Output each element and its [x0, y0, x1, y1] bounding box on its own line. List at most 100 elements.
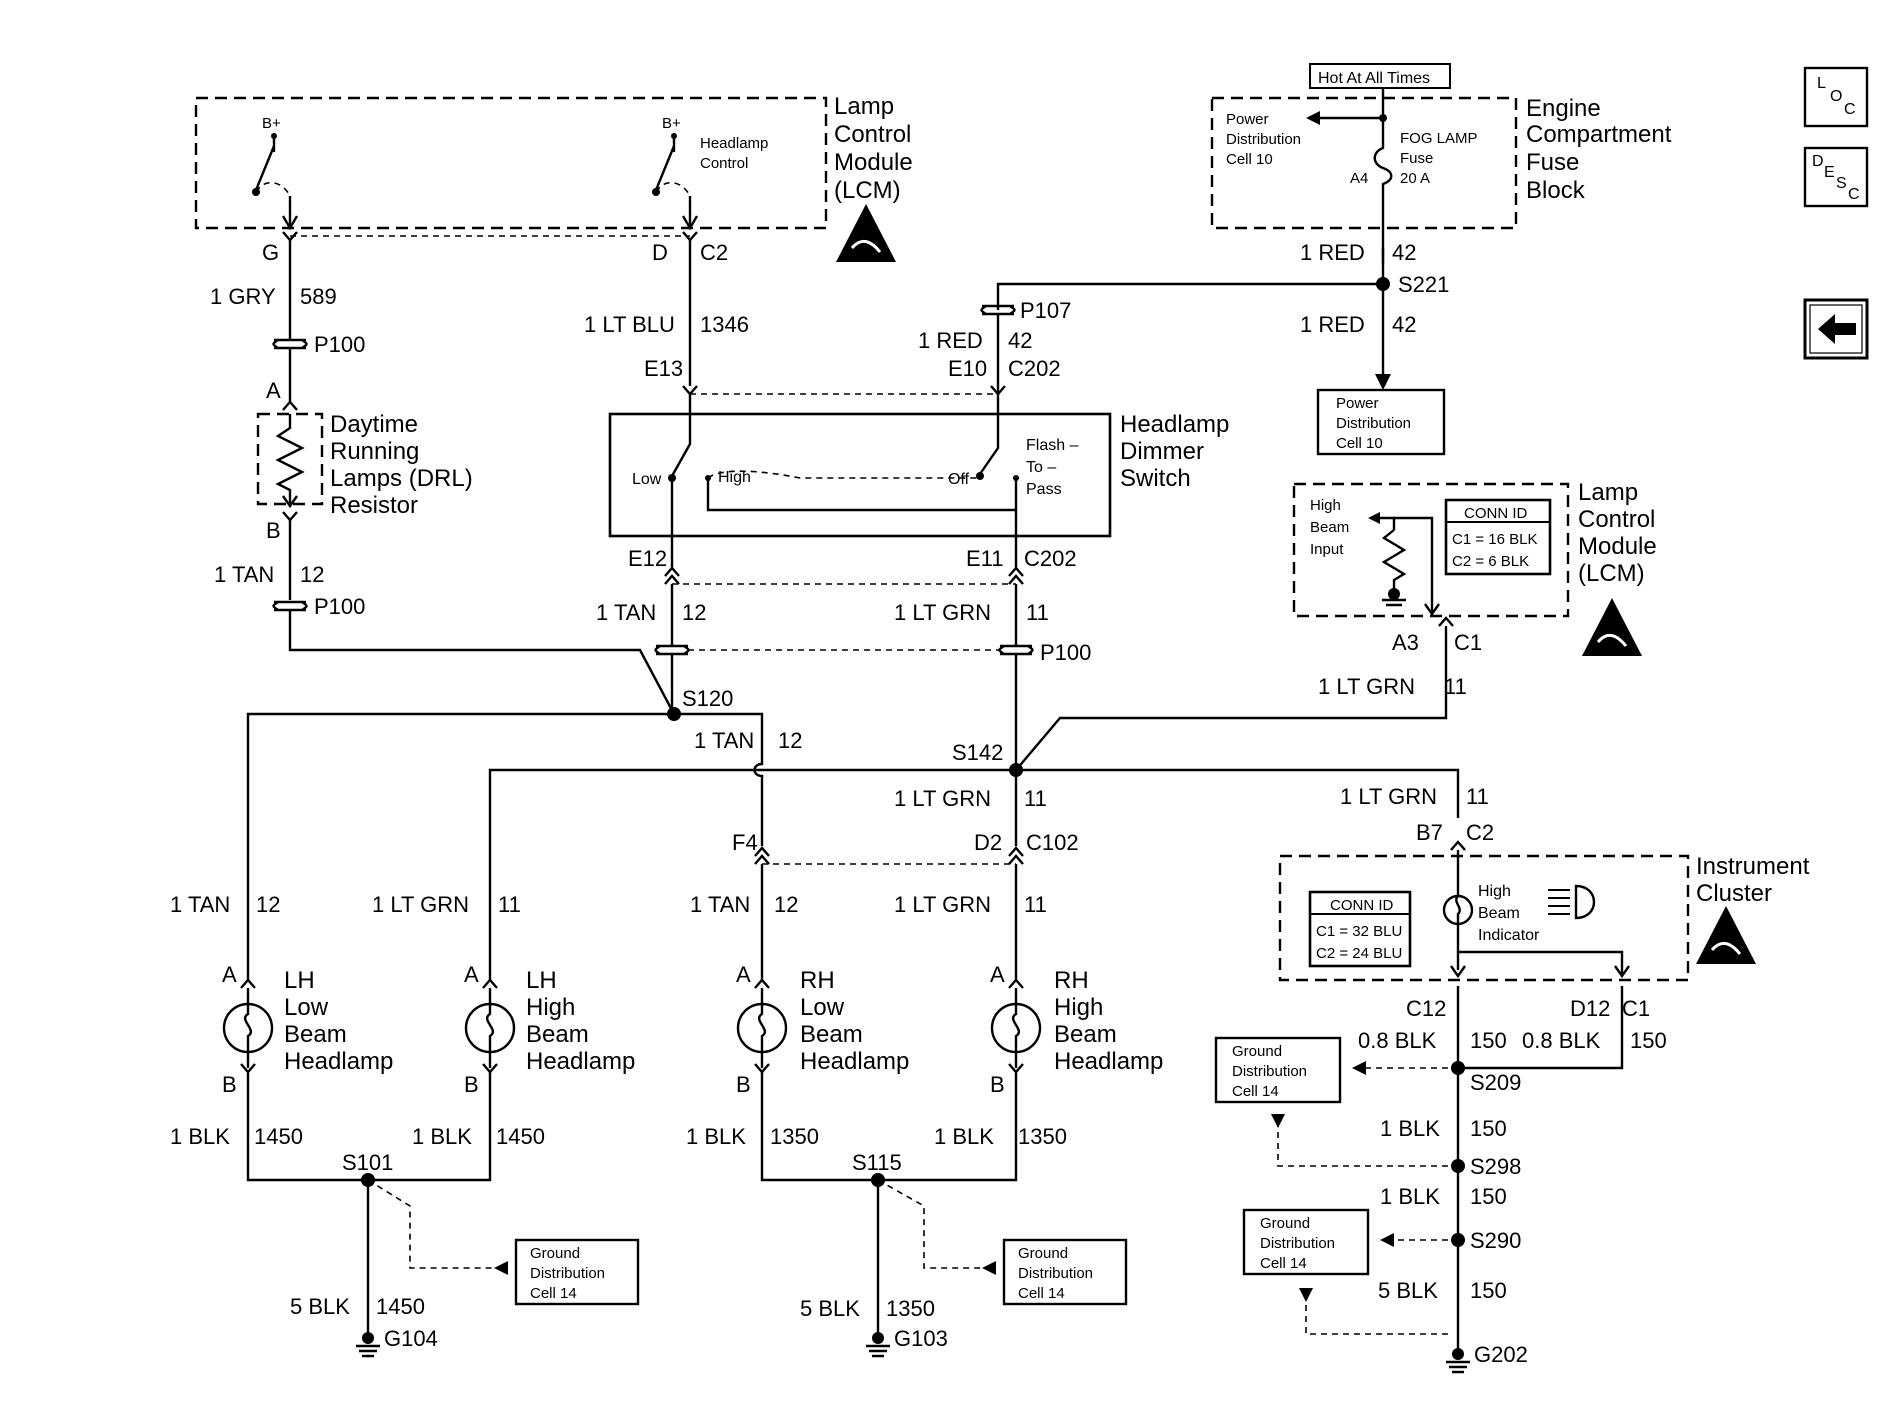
p100-label-3: P100 — [1040, 640, 1091, 665]
lcm-top-title-3: Module — [834, 149, 913, 176]
lh-high-beam: Beam — [526, 1021, 589, 1048]
fuse-block-title-4: Block — [1526, 177, 1586, 204]
lh-low-headlamp: Headlamp — [284, 1048, 393, 1075]
gdc-left-1: Ground — [530, 1245, 580, 1262]
g103-label: G103 — [894, 1326, 948, 1351]
lh-low-type: Low — [284, 994, 329, 1021]
c202-bottom: C202 — [1024, 546, 1077, 571]
gdc-s209-2: Distribution — [1232, 1063, 1307, 1080]
arrow-down-icon — [1375, 374, 1391, 390]
high-beam-icon — [1548, 884, 1595, 920]
s290-label: S290 — [1470, 1228, 1521, 1253]
s115-label: S115 — [852, 1150, 902, 1175]
blk5-num-g103: 1350 — [886, 1296, 935, 1321]
cluster-title-1: Instrument — [1696, 853, 1810, 880]
loc-c: C — [1844, 101, 1856, 118]
ltgrn-num-lh-high: 11 — [498, 892, 521, 917]
lh-low-beam: Beam — [284, 1021, 347, 1048]
ltgrn-num-dimmer: 11 — [1026, 600, 1049, 625]
desc-d: D — [1812, 153, 1824, 170]
p100-connector-1 — [272, 338, 308, 350]
back-button[interactable] — [1803, 298, 1869, 360]
pin-d12: D12 — [1570, 996, 1610, 1021]
hb-input-3: Input — [1310, 541, 1344, 558]
rh-high-pin-b: B — [990, 1072, 1005, 1097]
gdc-left-2: Distribution — [530, 1265, 605, 1282]
red-size-s221: 1 RED — [1300, 312, 1365, 337]
left-arrow-icon — [1818, 314, 1856, 344]
s221-label: S221 — [1398, 272, 1449, 297]
resistor-symbol — [275, 414, 305, 504]
instrument-cluster: B7 C2 High Beam Indicator CONN ID C1 = 3… — [1278, 820, 1810, 1021]
splice-s209 — [1451, 1061, 1465, 1075]
high-label: High — [718, 469, 751, 486]
splice-s290 — [1451, 1233, 1465, 1247]
num150-c12: 150 — [1470, 1028, 1507, 1053]
lcm-c2-id: C2 = 6 BLK — [1452, 553, 1529, 570]
cluster-title-2: Cluster — [1696, 880, 1772, 907]
s142-label: S142 — [952, 740, 1003, 765]
lh-high-pin-b: B — [464, 1072, 479, 1097]
drl-title-2: Running — [330, 438, 419, 465]
pdc-text-1: Power — [1226, 111, 1269, 128]
blk1350-num-rh-high: 1350 — [1018, 1124, 1067, 1149]
tan-size-drl: 1 TAN — [214, 562, 274, 587]
tan-size-dimmer: 1 TAN — [596, 600, 656, 625]
c102-connector: F4 D2 C102 — [732, 830, 1079, 980]
tan-num-drl: 12 — [300, 562, 324, 587]
hb-input-2: Beam — [1310, 519, 1349, 536]
ftp-label-3: Pass — [1026, 481, 1062, 498]
lcm-right-pin-a3: A3 — [1392, 630, 1419, 655]
pin-c12: C12 — [1406, 996, 1446, 1021]
lcm-right-title-1: Lamp — [1578, 479, 1638, 506]
blk1-size-s298: 1 BLK — [1380, 1184, 1440, 1209]
red-num-top: 42 — [1392, 240, 1416, 265]
loc-o: O — [1830, 88, 1842, 105]
loc-button[interactable]: L O C — [1803, 66, 1869, 128]
gdc-s209-3: Cell 14 — [1232, 1083, 1279, 1100]
dimmer-title-3: Switch — [1120, 465, 1191, 492]
blk1350-size-rh-high: 1 BLK — [934, 1124, 994, 1149]
tan-num-s120: 12 — [778, 728, 802, 753]
lcm-c1-id: C1 = 16 BLK — [1452, 531, 1537, 548]
bplus-label-left: B+ — [262, 115, 281, 132]
ltgrn-num-s142: 11 — [1024, 786, 1047, 811]
fuse-rating: 20 A — [1400, 170, 1430, 187]
drl-title-3: Lamps (DRL) — [330, 465, 473, 492]
hb-input-1: High — [1310, 497, 1341, 514]
gdc-s290-2: Distribution — [1260, 1235, 1335, 1252]
lcm-right-title-2: Control — [1578, 506, 1655, 533]
fuse-pin-a4: A4 — [1350, 170, 1368, 187]
rh-high-pin-a: A — [990, 962, 1005, 987]
lh-high-side: LH — [526, 967, 557, 994]
ground-icon — [866, 1344, 890, 1358]
blk5-size-g103: 5 BLK — [800, 1296, 860, 1321]
tan-num-lh-low: 12 — [256, 892, 280, 917]
ltgrn-size-dimmer: 1 LT GRN — [894, 600, 991, 625]
gdc-s209-1: Ground — [1232, 1043, 1282, 1060]
blk08-size-d12: 0.8 BLK — [1522, 1028, 1601, 1053]
gdc-mid-1: Ground — [1018, 1245, 1068, 1262]
tan-num-dimmer: 12 — [682, 600, 706, 625]
ground-icon — [356, 1344, 380, 1358]
lcm-top-title-1: Lamp — [834, 93, 894, 120]
tan-size-rh-low: 1 TAN — [690, 892, 750, 917]
red-size-p107: 1 RED — [918, 328, 983, 353]
red-num-s221: 42 — [1392, 312, 1416, 337]
pin-e11: E11 — [966, 546, 1004, 571]
lcm-top-title-4: (LCM) — [834, 177, 901, 204]
blk5-size-g202: 5 BLK — [1378, 1278, 1438, 1303]
s120-label: S120 — [682, 686, 733, 711]
pin-d2: D2 — [974, 830, 1002, 855]
blk1-size-s209: 1 BLK — [1380, 1116, 1440, 1141]
tan-size-s120: 1 TAN — [694, 728, 754, 753]
s101-label: S101 — [342, 1150, 393, 1175]
blk1350-num-rh-low: 1350 — [770, 1124, 819, 1149]
lcm-right-c1: C1 — [1454, 630, 1482, 655]
blk1450-size-lh-high: 1 BLK — [412, 1124, 472, 1149]
desc-button[interactable]: D E S C — [1803, 146, 1869, 208]
indicator-1: High — [1478, 883, 1511, 900]
ltgrn-size-lcm: 1 LT GRN — [1318, 674, 1415, 699]
arrow-left-icon — [1306, 111, 1320, 125]
blk1450-num-lh-high: 1450 — [496, 1124, 545, 1149]
